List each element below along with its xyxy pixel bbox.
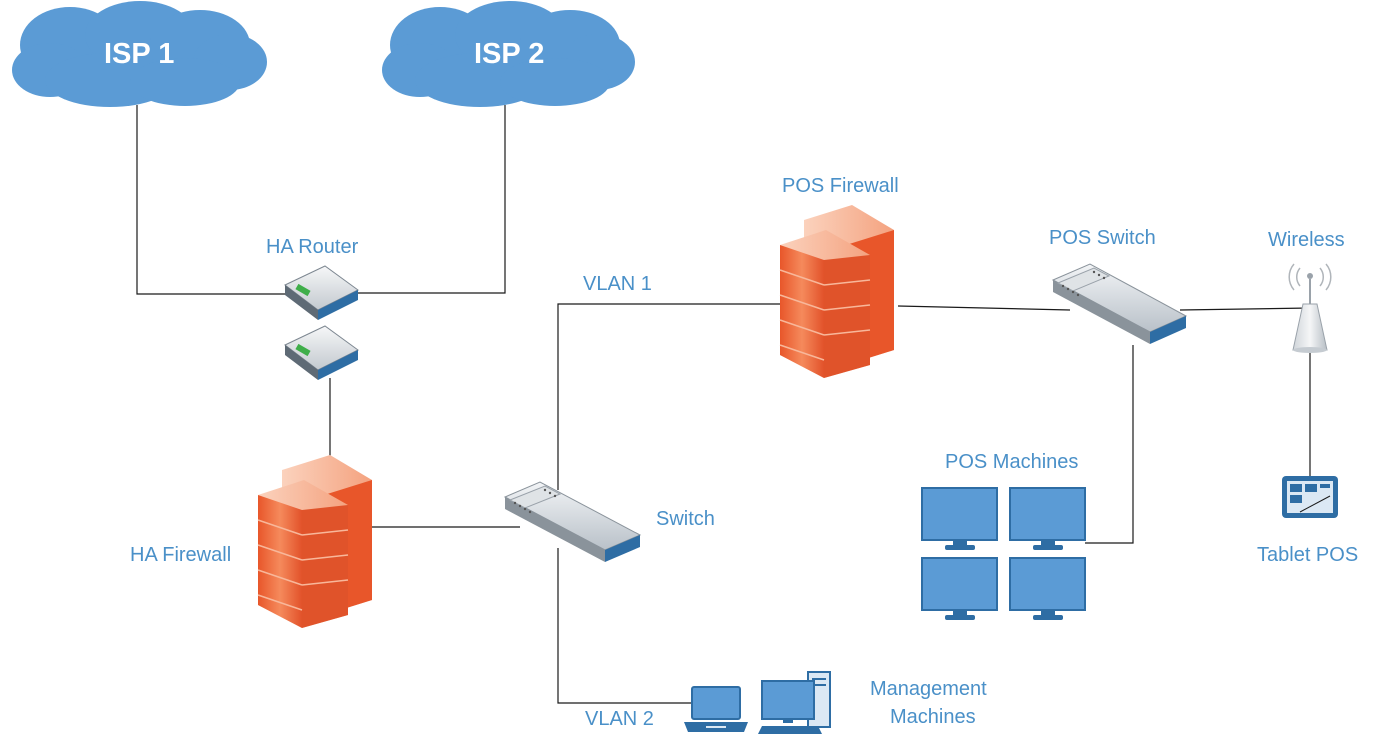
router-icon [284,325,359,380]
wireless-label: Wireless [1268,229,1345,251]
link-vlan1 [557,303,780,490]
link-isp2-router [355,105,506,294]
firewall-icon [779,205,894,378]
laptop-icon [684,686,748,732]
link-isp1-router [136,105,290,295]
cloud-isp2 [382,1,635,107]
link-posswitch-wireless [1179,307,1311,311]
tablet-icon [1282,476,1338,518]
switch-label: Switch [656,508,715,530]
pos-machines-label: POS Machines [945,451,1079,473]
switch-icon [1051,263,1188,344]
monitor-icon [921,487,998,550]
ha-firewall-label: HA Firewall [130,544,232,566]
monitor-icon [1009,557,1086,620]
desktop-computer-icon [758,671,831,734]
monitor-icon [921,557,998,620]
link-posswitch-posmachines [1085,345,1134,544]
management-label-line1: Management [870,678,987,700]
switch-icon [503,481,642,562]
firewall-icon [257,455,372,628]
vlan1-label: VLAN 1 [583,273,652,295]
cloud-isp1 [12,1,267,107]
link-posfw-posswitch [897,305,1071,311]
router-icon [284,265,359,320]
monitor-icon [1009,487,1086,550]
cloud-label-isp2: ISP 2 [474,38,545,70]
pos-switch-label: POS Switch [1049,227,1156,249]
link-vlan2 [557,548,692,704]
vlan2-label: VLAN 2 [585,708,654,730]
pos-firewall-label: POS Firewall [782,175,899,197]
tablet-pos-label: Tablet POS [1257,544,1359,566]
management-label-line2: Machines [890,706,976,728]
cloud-label-isp1: ISP 1 [104,38,175,70]
wireless-ap-icon [1288,263,1332,353]
connection-lines [136,105,1311,704]
ha-router-label: HA Router [266,236,359,258]
